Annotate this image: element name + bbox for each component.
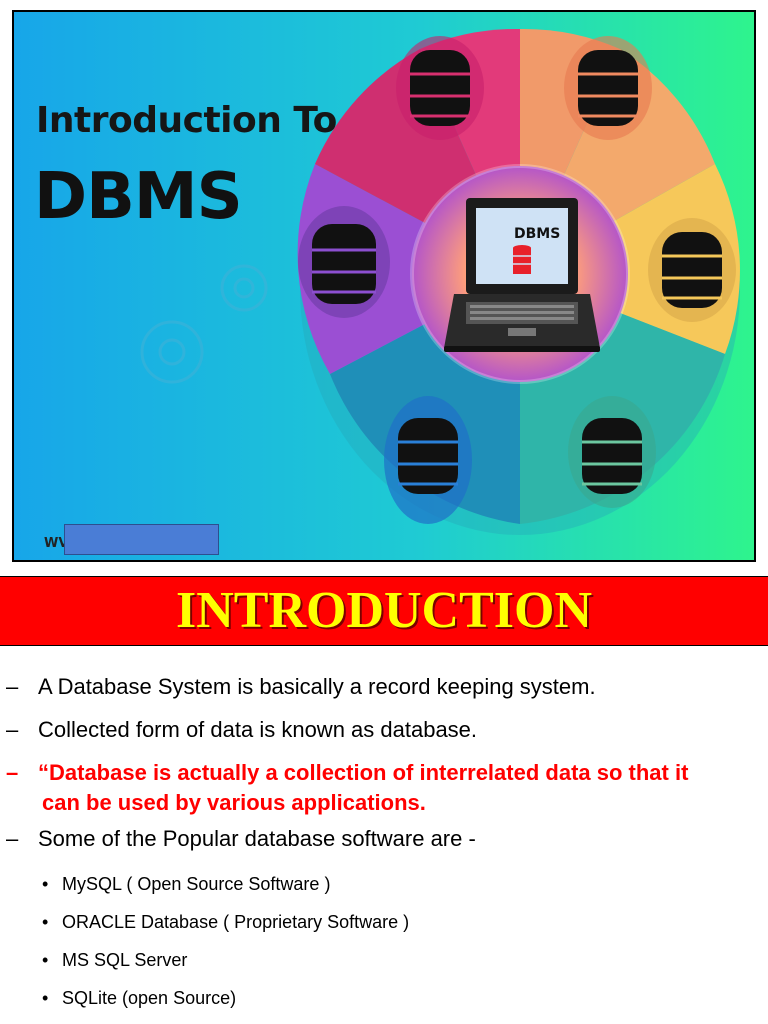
dash-marker: –	[6, 826, 19, 851]
laptop-screen-label: DBMS	[514, 226, 561, 242]
gear-icon	[140, 264, 268, 384]
sub-point-text: MS SQL Server	[62, 950, 188, 970]
point-item-highlighted: – “Database is actually a collection of …	[0, 758, 768, 818]
point-text: Collected form of data is known as datab…	[38, 717, 478, 742]
redacted-url-box	[64, 524, 219, 555]
bullet-marker: •	[42, 912, 49, 932]
url-prefix: WV	[44, 536, 69, 551]
dash-marker: –	[6, 717, 19, 742]
bullet-marker: •	[42, 874, 49, 894]
banner-title-line1: Introduction To	[36, 100, 337, 141]
sub-point-item: • MySQL ( Open Source Software )	[42, 874, 330, 895]
sub-point-item: • SQLite (open Source)	[42, 988, 236, 1009]
sub-point-text: MySQL ( Open Source Software )	[62, 874, 331, 894]
laptop-icon	[444, 198, 600, 352]
database-icon	[298, 206, 390, 318]
dash-marker: –	[6, 760, 19, 785]
point-text-line1: “Database is actually a collection of in…	[38, 760, 689, 785]
database-icon	[648, 218, 736, 322]
database-icon	[396, 36, 484, 140]
database-icon	[564, 36, 652, 140]
dash-marker: –	[6, 674, 19, 699]
database-icon	[384, 396, 472, 524]
point-item: – Some of the Popular database software …	[0, 824, 476, 854]
sub-point-text: SQLite (open Source)	[62, 988, 237, 1008]
section-heading: INTRODUCTION	[175, 582, 593, 639]
point-item: – Collected form of data is known as dat…	[0, 715, 477, 745]
point-item: – A Database System is basically a recor…	[0, 672, 596, 702]
sub-point-item: • ORACLE Database ( Proprietary Software …	[42, 912, 409, 933]
dbms-illustration	[14, 12, 754, 560]
bullet-marker: •	[42, 950, 49, 970]
banner-image: Introduction To DBMS DBMS WV	[12, 10, 756, 562]
point-text: A Database System is basically a record …	[38, 674, 596, 699]
section-heading-bar: INTRODUCTION	[0, 576, 768, 646]
database-icon	[568, 396, 656, 508]
point-text-line2: can be used by various applications.	[42, 790, 426, 815]
sub-point-item: • MS SQL Server	[42, 950, 187, 971]
banner-title-line2: DBMS	[34, 160, 243, 234]
point-text: Some of the Popular database software ar…	[38, 826, 476, 851]
sub-point-text: ORACLE Database ( Proprietary Software )	[62, 912, 410, 932]
bullet-marker: •	[42, 988, 49, 1008]
